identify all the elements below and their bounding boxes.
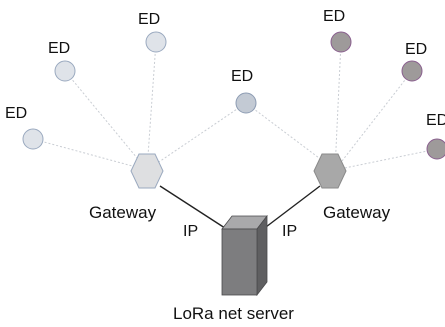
end-device-node bbox=[145, 31, 167, 53]
server-label: LoRa net server bbox=[173, 304, 294, 323]
link-ed-right-1 bbox=[334, 41, 342, 171]
end-device-node bbox=[330, 31, 352, 53]
ip-link-left bbox=[159, 185, 229, 231]
ed-label: ED bbox=[231, 68, 253, 85]
gateway-right-node bbox=[313, 153, 347, 189]
server-icon bbox=[221, 214, 268, 297]
ip-label-left: IP bbox=[183, 223, 198, 240]
link-ed-left-2 bbox=[64, 70, 148, 171]
link-ed-mid-left bbox=[146, 102, 247, 171]
end-device-labels: ED ED ED ED ED ED ED bbox=[5, 8, 445, 129]
server-side-face bbox=[256, 214, 268, 297]
end-device-node bbox=[426, 138, 445, 160]
ed-label: ED bbox=[5, 105, 27, 122]
ip-link-right bbox=[261, 185, 321, 231]
end-device-node bbox=[401, 60, 423, 82]
ed-label: ED bbox=[405, 41, 427, 58]
end-device-node bbox=[54, 60, 76, 82]
ed-label: ED bbox=[323, 8, 345, 25]
ip-label-right: IP bbox=[282, 223, 297, 240]
ed-gateway-links bbox=[32, 41, 438, 171]
ed-label: ED bbox=[48, 40, 70, 57]
end-devices bbox=[22, 31, 445, 160]
gateway-left-node bbox=[130, 153, 164, 189]
ed-label: ED bbox=[426, 112, 445, 129]
gateway-left-label: Gateway bbox=[89, 203, 157, 222]
link-ed-left-3 bbox=[146, 41, 157, 171]
link-ed-right-3 bbox=[334, 148, 438, 171]
link-ed-right-2 bbox=[334, 70, 413, 171]
end-device-node bbox=[235, 92, 257, 114]
link-ed-left-1 bbox=[32, 138, 148, 171]
gateway-right-label: Gateway bbox=[323, 203, 391, 222]
end-device-node bbox=[22, 128, 44, 150]
gateways bbox=[130, 153, 347, 189]
server-front-face bbox=[221, 228, 258, 296]
ed-label: ED bbox=[138, 11, 160, 28]
ip-links bbox=[159, 185, 321, 231]
